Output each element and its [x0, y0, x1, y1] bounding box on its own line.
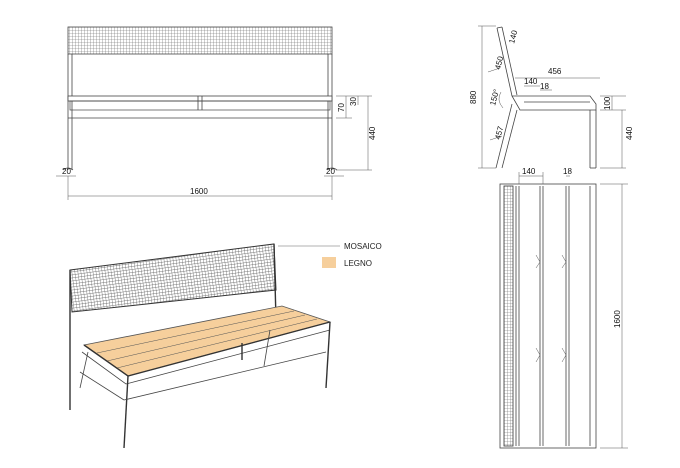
front-width-label: 1600	[190, 187, 208, 196]
side-slat-label: 140	[524, 77, 538, 86]
front-seat	[67, 95, 333, 102]
legend-legno-label: LEGNO	[344, 259, 372, 268]
perspective-seat-wood	[83, 305, 332, 377]
side-back-length-label: 450	[493, 55, 505, 71]
top-length-label: 1600	[613, 310, 622, 328]
legend-mosaico-label: MOSAICO	[344, 242, 382, 251]
side-top-label: 140	[507, 29, 519, 45]
side-backrest	[496, 27, 513, 97]
side-total-height-label: 880	[469, 90, 478, 104]
top-slat-label: 140	[522, 167, 536, 176]
front-rail-height-label: 70	[337, 103, 346, 112]
side-depth-label: 456	[548, 67, 562, 76]
side-seat	[511, 95, 597, 111]
front-foot-left-label: 20	[62, 167, 71, 176]
top-view	[499, 172, 628, 449]
side-seat-thickness-label: 100	[603, 96, 612, 110]
front-rail-offset-label: 30	[349, 97, 358, 106]
side-view	[478, 25, 626, 169]
front-foot-right-label: 20	[326, 167, 335, 176]
front-seat-height-label: 440	[368, 126, 377, 140]
side-angle-label: 150°	[488, 88, 501, 106]
perspective-view	[69, 243, 332, 449]
side-gap-label: 18	[540, 82, 549, 91]
front-backrest-mesh	[67, 26, 333, 55]
side-front-leg	[495, 103, 513, 169]
legend-legno-swatch	[322, 257, 336, 268]
top-backrest-mesh	[503, 185, 514, 447]
top-outline	[499, 183, 597, 449]
side-lower-length-label: 457	[493, 125, 505, 141]
top-gap-label: 18	[563, 167, 572, 176]
front-view	[56, 26, 372, 200]
perspective-backrest-mesh	[69, 243, 277, 313]
side-seat-height-label: 440	[625, 126, 634, 140]
